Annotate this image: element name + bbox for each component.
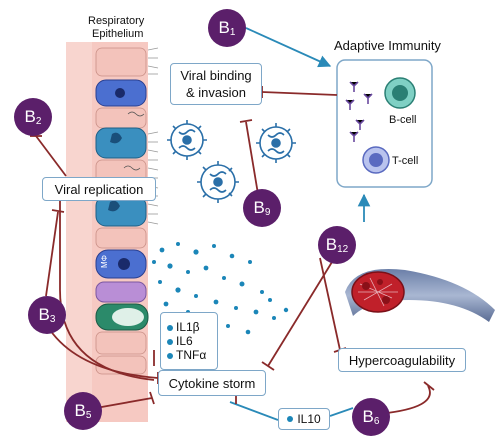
badge-b3-letter: B — [38, 305, 50, 324]
b3-inhibits-storm — [49, 329, 159, 379]
badge-b12-sub: 12 — [337, 243, 349, 255]
adaptive-inhibits-binding — [261, 91, 338, 96]
cell-nucleus — [118, 258, 130, 270]
blood-vessel-icon — [345, 268, 495, 322]
cell-nucleus — [108, 200, 120, 212]
badge-b2-letter: B — [24, 107, 36, 126]
cytokine-list-box: IL1β IL6 TNFα — [160, 312, 218, 370]
viral-binding-line1: Viral binding — [180, 68, 252, 83]
badge-b1-letter: B — [218, 18, 230, 37]
replication-to-storm — [59, 190, 155, 381]
badge-b5-letter: B — [74, 401, 86, 420]
adaptive-immunity-title: Adaptive Immunity — [334, 38, 441, 53]
badge-b5-sub: 5 — [85, 409, 92, 421]
epithelial-cell — [95, 331, 147, 355]
cell-nucleus — [115, 88, 125, 98]
t-cell-label: T-cell — [392, 155, 419, 167]
badge-b3-sub: 3 — [49, 313, 56, 325]
b-cell-label: B-cell — [389, 114, 417, 126]
b1-activates-adaptive-immunity — [245, 27, 332, 68]
il10-to-storm — [229, 401, 279, 421]
badge-b1-sub: 1 — [229, 26, 236, 38]
adaptive-immunity-panel — [336, 59, 433, 188]
cell-nucleus — [110, 132, 122, 144]
epithelial-cell — [95, 227, 147, 249]
ciliated-cell — [95, 127, 147, 159]
goblet-cell — [95, 281, 147, 303]
il10-box: IL10 — [278, 408, 330, 430]
t-cell-nucleus — [369, 153, 383, 167]
b12-inhibits-storm — [267, 261, 333, 367]
virus-icon — [256, 123, 296, 163]
respiratory-epithelium — [66, 42, 159, 422]
badge-b12-letter: B — [325, 235, 338, 254]
b2-inhibits-replication — [35, 135, 67, 177]
viral-binding-line2: & invasion — [186, 85, 246, 100]
b-cell-nucleus — [392, 85, 408, 101]
cytokine-il6: IL6 — [176, 334, 193, 348]
il10-label: IL10 — [297, 412, 321, 426]
virus-icon — [197, 161, 239, 203]
antibody-icons — [345, 81, 373, 142]
b6-to-il10 — [329, 407, 354, 417]
viral-binding-box: Viral binding & invasion — [170, 63, 262, 105]
b5-inhibits-storm — [95, 397, 153, 409]
epithelium-label-line1: Respiratory — [88, 15, 145, 27]
secretory-vesicles — [112, 308, 144, 326]
virus-particles — [167, 120, 296, 203]
connectors — [30, 27, 435, 421]
macrophage-label: MΦ — [100, 254, 110, 269]
badge-b2-sub: 2 — [35, 115, 42, 127]
virus-icon — [167, 120, 207, 160]
epithelial-cell — [95, 47, 147, 77]
b3-inhibits-replication — [45, 211, 59, 297]
hypercoagulability-box: Hypercoagulability — [338, 348, 466, 372]
cytokine-tnfa: TNFα — [176, 348, 207, 362]
epithelium-label-line2: Epithelium — [92, 28, 144, 40]
badge-b6-letter: B — [362, 407, 374, 426]
cytokine-storm-box: Cytokine storm — [158, 370, 266, 396]
epithelial-cell — [95, 107, 147, 129]
b9-inhibits-binding — [245, 121, 259, 195]
epithelial-cell — [95, 355, 147, 375]
badge-b9-sub: 9 — [264, 206, 271, 218]
badge-b9-letter: B — [253, 198, 265, 217]
b12-inhibits-hypercoag — [319, 257, 341, 351]
viral-replication-box: Viral replication — [42, 177, 156, 201]
cytokine-il1b: IL1β — [176, 320, 200, 334]
badge-b6-sub: 6 — [373, 415, 380, 427]
